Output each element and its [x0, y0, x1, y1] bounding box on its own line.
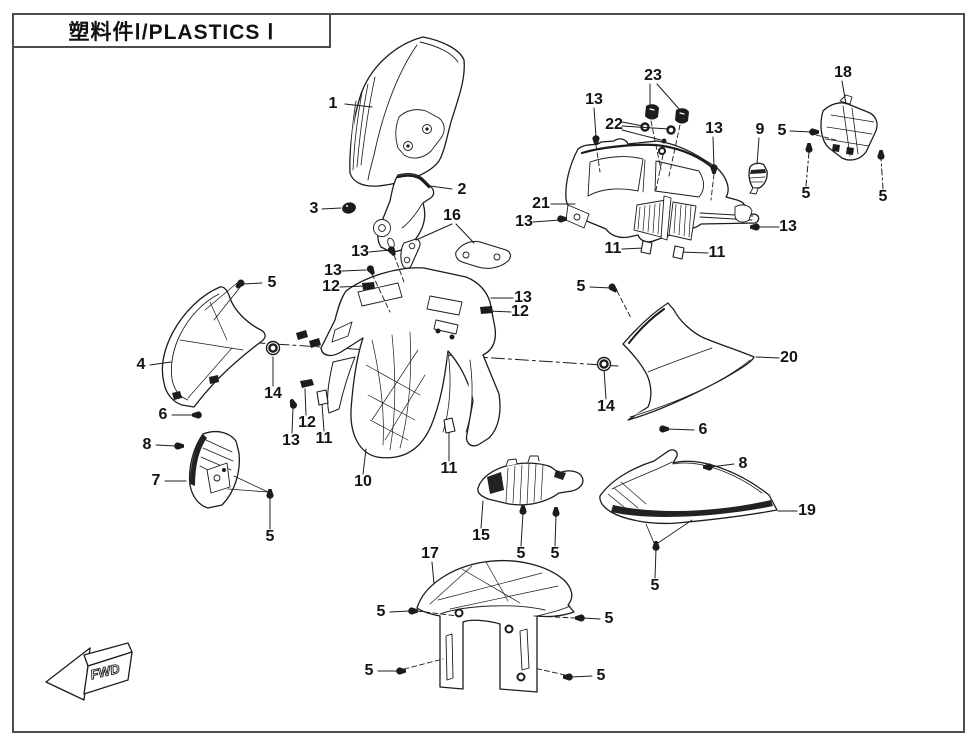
part-4-left-side-panel [161, 286, 266, 408]
leader-lines [149, 80, 884, 678]
part-10-center-fairing [296, 267, 501, 459]
part-17-front-fender [416, 559, 575, 693]
part-3-plug [342, 202, 356, 214]
page-border [12, 13, 965, 733]
part-19-lower-right-panel [599, 449, 778, 525]
page-title: 塑料件Ⅰ/PLASTICS Ⅰ [68, 20, 275, 44]
part-16-brackets [400, 238, 511, 269]
part-9-clip [748, 162, 768, 195]
part-15-duct [477, 455, 584, 506]
part-21-headlight-mask-assembly [565, 138, 760, 243]
title-box: 塑料件Ⅰ/PLASTICS Ⅰ [12, 13, 331, 48]
part-20-right-side-panel [622, 302, 755, 421]
fasteners [173, 127, 886, 682]
part-1-windshield [349, 36, 465, 187]
part-7-bracket [188, 430, 241, 509]
assembly-dashed-lines [371, 120, 837, 676]
part-2-front-panel [373, 173, 435, 253]
part-23-grommets [645, 104, 689, 124]
part-18-bracket [820, 94, 878, 161]
fwd-label: FWD [89, 661, 122, 682]
fwd-arrow: FWD [45, 642, 133, 701]
